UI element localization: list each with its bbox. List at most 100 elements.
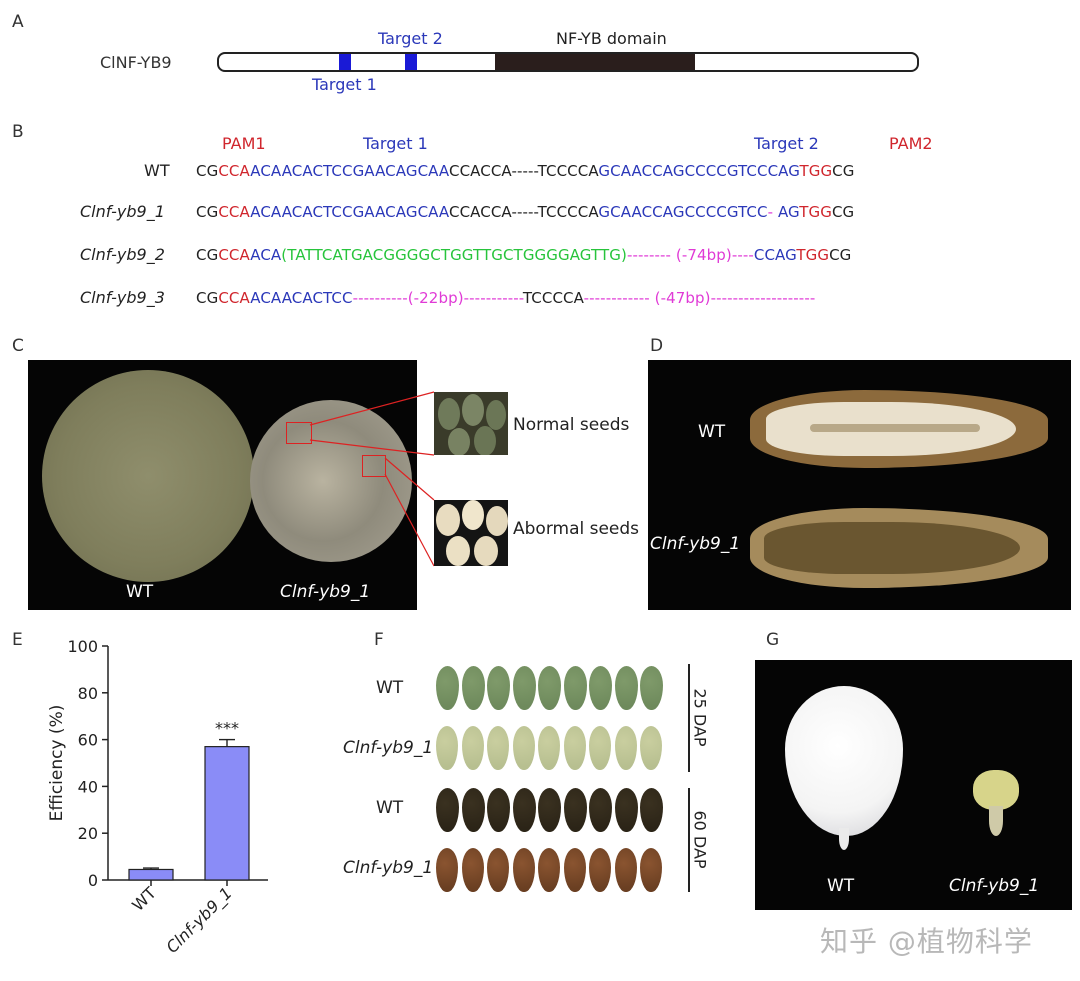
seed [487,848,509,892]
bar-wt [128,868,174,881]
y-axis-label: Efficiency (%) [47,705,67,822]
seq-segment: CCA [218,246,251,264]
seq-segment: CG [829,246,852,264]
seed [436,848,458,892]
seed [487,726,509,770]
stage-60-label: 60 DAP [690,810,710,869]
seq-segment: CCA [218,203,251,221]
seed [461,788,485,832]
sequence-mut3: CGCCAACAACACTCC----------(-22bp)--------… [196,289,815,307]
seed-mutant-label: Clnf-yb9_1 [280,582,371,602]
seq-segment: CG [832,162,855,180]
seq-segment: CG [196,289,219,307]
seed [614,788,638,832]
seed [563,788,587,832]
y-tick-label: 100 [67,637,98,656]
seed [487,666,510,710]
embryo-wt-label: WT [827,876,855,896]
seed [512,848,535,892]
seed [589,726,611,770]
nf-yb-domain-block [495,54,695,70]
seq-segment: CCACCA-----TCCCCA [449,162,599,180]
seed [461,726,484,770]
seq-segment: CG [831,203,855,221]
stage-25-label: 25 DAP [690,688,710,747]
normal-seed-highlight-box [286,422,312,444]
seq-segment: ACAACACTCCGAACAGCAA [250,162,450,180]
embryo-photo-panel: WT Clnf-yb9_1 [755,660,1072,910]
f-row-wt-60-label: WT [376,798,404,818]
y-tick-label: 40 [78,777,98,796]
seq-segment: CCA [218,162,251,180]
seed-wt-label: WT [126,582,154,602]
mutant-seed-pile [250,400,412,562]
target1-label-a: Target 1 [312,75,377,94]
seed [640,788,663,832]
panel-label-e: E [12,630,23,650]
seed [461,848,484,892]
abnormal-seed-highlight-box [362,455,386,477]
sequence-mut1: CGCCAACAACACTCCGAACAGCAACCACCA-----TCCCC… [196,203,854,221]
abnormal-seeds-zoom [434,500,508,566]
seed-photo-panel: WT Clnf-yb9_1 [28,360,417,610]
seed [563,726,586,770]
seed [436,726,458,770]
pam2-label: PAM2 [889,134,933,153]
domain-label: NF-YB domain [556,29,667,48]
seed [436,666,459,710]
abnormal-seeds-label: Abormal seeds [513,519,640,539]
seed [487,788,510,832]
mutant-embryo [973,770,1019,810]
significance-marker: *** [215,719,239,738]
normal-seeds-label: Normal seeds [513,415,630,435]
seed [538,666,561,710]
seed-development-rows [436,662,680,902]
normal-seeds-zoom [434,392,508,455]
seed [538,788,561,832]
seed [461,666,485,710]
seed [512,666,536,710]
seq-segment: CG [196,162,219,180]
f-row-mut-25-label: Clnf-yb9_1 [343,738,434,758]
seq-segment: TGG [799,203,832,221]
target1-marker [339,54,351,70]
seq-segment: CCA [218,289,251,307]
stage-25-bracket [688,664,690,772]
seq-segment: - [767,203,774,221]
seed [614,726,637,770]
section-wt-label: WT [698,422,726,442]
panel-label-g: G [766,630,780,650]
seed [640,726,662,770]
section-mutant-label: Clnf-yb9_1 [650,534,741,554]
seq-segment: (TATTCATGACGGGGCTGGTTGCTGGGGAGTTG) [281,246,627,264]
panel-label-a: A [12,12,24,32]
seq-segment: -------- (-74bp)---- [626,246,754,264]
bar-mutant [204,746,250,881]
x-tick-label: Clnf-yb9_1 [162,883,236,957]
wt-seed-pile [42,370,254,582]
y-tick-label: 80 [78,684,98,703]
sequence-mut2: CGCCAACA(TATTCATGACGGGGCTGGTTGCTGGGGAGTT… [196,246,851,264]
pam1-label: PAM1 [222,134,266,153]
watermark: 知乎 @植物科学 [820,925,1033,958]
seq-segment: TGG [799,162,833,180]
panel-label-c: C [12,336,24,356]
f-row-wt-25-label: WT [376,678,404,698]
seed [614,666,638,710]
seq-segment: ACAACACTCCGAACAGCAA [250,203,450,221]
protein-bar [217,52,919,72]
seed [640,666,663,710]
seed [563,848,586,892]
seq-segment: GCAACCAGCCCCGTCC [598,203,768,221]
seed [512,788,536,832]
seed [538,848,560,892]
seq-segment: AG [773,203,800,221]
y-tick-label: 20 [78,824,98,843]
target1-label-b: Target 1 [363,134,428,153]
seq-row-name-mut3: Clnf-yb9_3 [80,288,165,307]
seed [589,848,611,892]
seq-segment: ------------ (-47bp)------------------- [583,289,816,307]
panel-label-b: B [12,122,24,142]
seq-segment: ACAACACTCC [250,289,353,307]
